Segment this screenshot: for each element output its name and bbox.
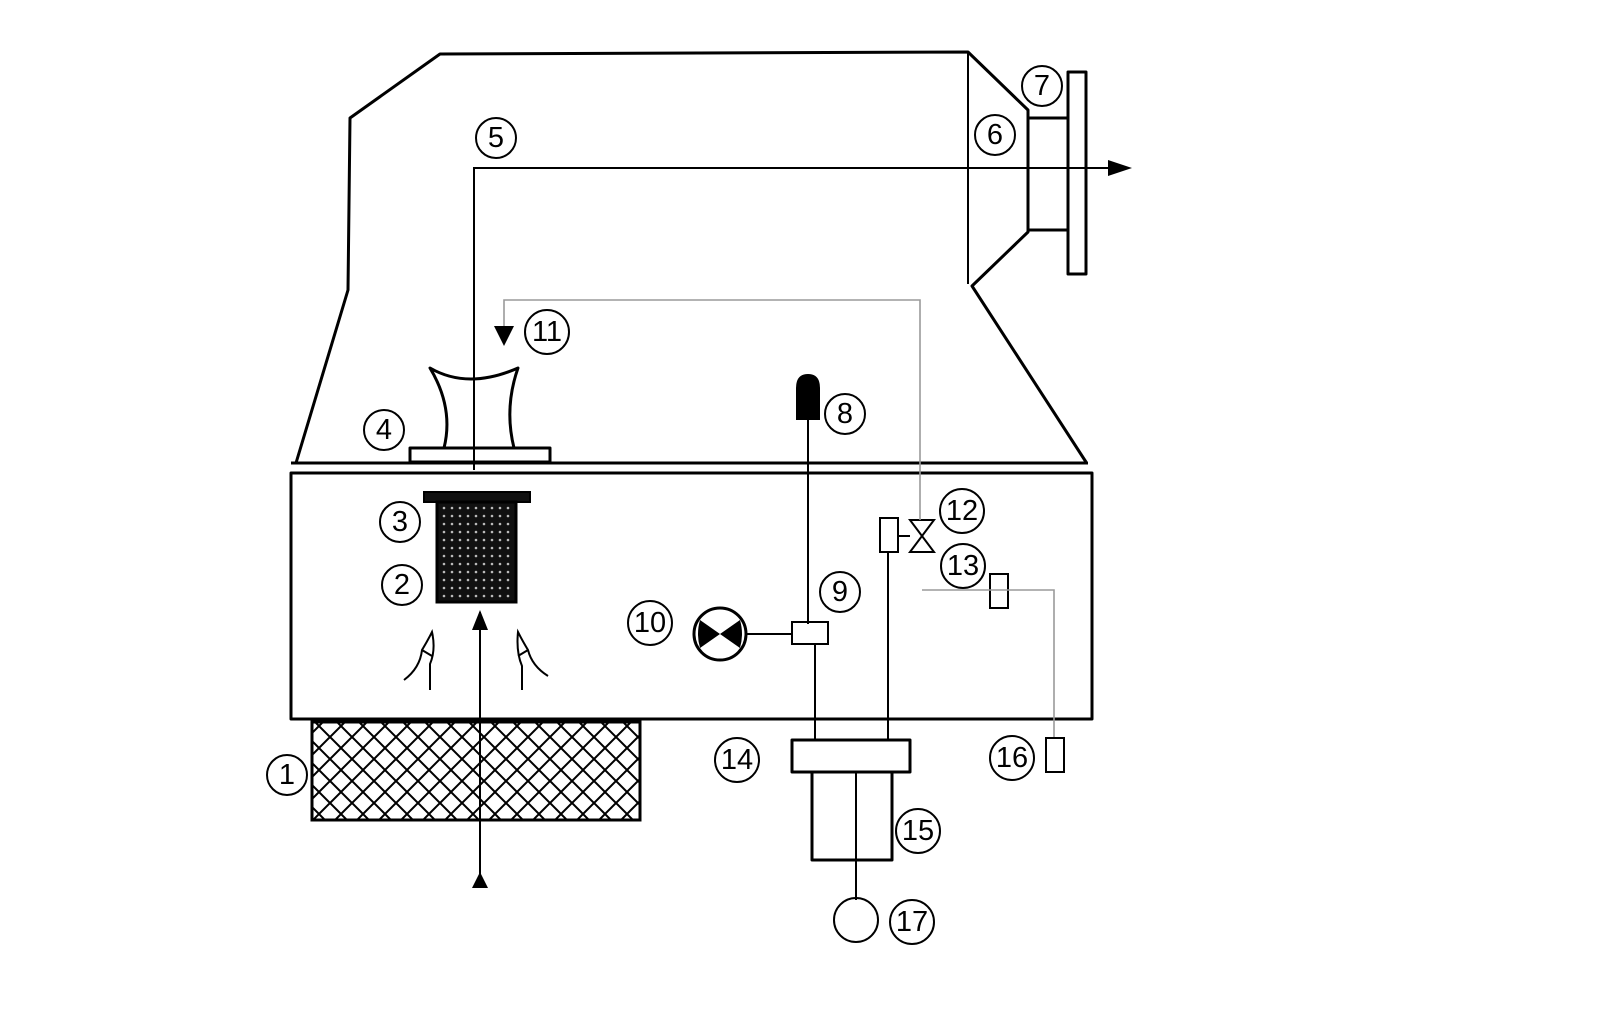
callout-14: 14 (714, 737, 760, 783)
outlet-flange (1066, 70, 1088, 276)
sensor-box-13 (989, 573, 1009, 609)
callout-10: 10 (627, 600, 673, 646)
drip-icon (494, 326, 514, 346)
motor-circle (833, 897, 879, 943)
signal-line (503, 299, 921, 462)
callout-4: 4 (363, 409, 405, 451)
flame-icon (403, 629, 435, 690)
inlet-arrow-tail (472, 872, 488, 888)
svg-text:2: 2 (394, 569, 410, 601)
callout-15: 15 (895, 808, 941, 854)
inlet-arrow-head (472, 610, 488, 630)
svg-text:8: 8 (837, 398, 853, 430)
callout-6: 6 (974, 114, 1016, 156)
lower-box (289, 471, 1094, 721)
svg-text:11: 11 (532, 316, 562, 348)
outlet-nozzle (1028, 116, 1070, 232)
svg-text:6: 6 (987, 119, 1003, 151)
svg-text:12: 12 (946, 495, 978, 527)
svg-text:4: 4 (376, 414, 392, 446)
callout-13: 13 (940, 543, 986, 589)
svg-text:1: 1 (279, 759, 295, 791)
callout-16: 16 (989, 735, 1035, 781)
junction-box (791, 621, 829, 645)
svg-text:3: 3 (392, 506, 408, 538)
callout-12: 12 (939, 488, 985, 534)
fan-icon (692, 606, 748, 662)
fan-blades (698, 620, 742, 648)
nozzle-body (428, 366, 520, 450)
callout-11: 11 (524, 309, 570, 355)
callout-3: 3 (379, 501, 421, 543)
callout-9: 9 (819, 571, 861, 613)
callout-2: 2 (381, 564, 423, 606)
svg-text:5: 5 (488, 122, 504, 154)
svg-text:9: 9 (832, 576, 848, 608)
svg-text:14: 14 (721, 744, 753, 776)
filter-element (435, 500, 518, 604)
main-pipe (473, 167, 1112, 470)
valve-box (879, 517, 899, 553)
callout-7: 7 (1021, 65, 1063, 107)
valve-icon (908, 519, 936, 553)
svg-text:13: 13 (947, 550, 979, 582)
callout-17: 17 (889, 899, 935, 945)
sensor-bulb (796, 374, 820, 420)
pump-body (810, 770, 894, 862)
callout-5: 5 (475, 117, 517, 159)
svg-text:16: 16 (996, 742, 1028, 774)
inlet-grid (310, 720, 642, 822)
svg-text:10: 10 (634, 607, 666, 639)
svg-text:15: 15 (902, 815, 934, 847)
svg-text:7: 7 (1034, 70, 1050, 102)
pump-head (790, 738, 912, 774)
outlet-arrow (1108, 160, 1132, 176)
callout-8: 8 (824, 393, 866, 435)
signal-line-16 (922, 589, 1055, 738)
callout-1: 1 (266, 754, 308, 796)
nozzle-base (408, 446, 552, 464)
svg-text:17: 17 (896, 906, 928, 938)
sensor-box-16 (1045, 737, 1065, 773)
flame-icon (516, 628, 549, 690)
